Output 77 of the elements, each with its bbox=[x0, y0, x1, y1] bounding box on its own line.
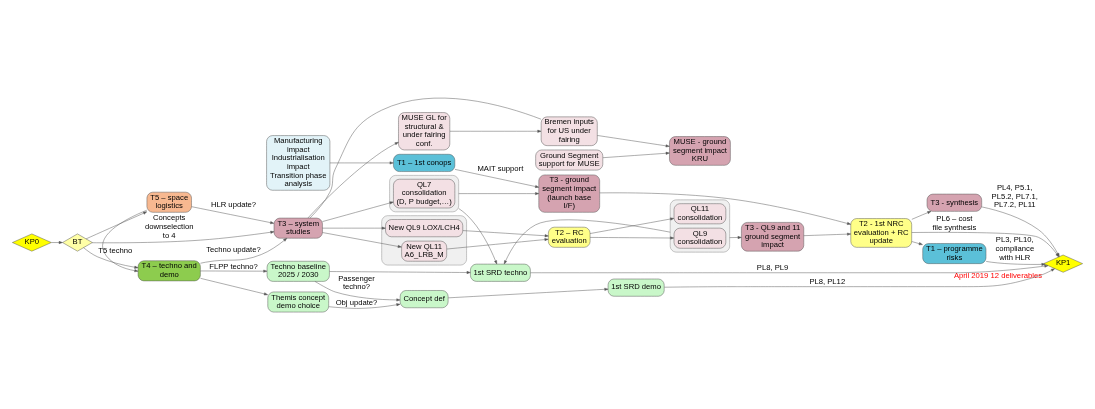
arrow bbox=[729, 235, 742, 239]
arrow bbox=[51, 240, 63, 244]
arrow bbox=[911, 240, 923, 245]
edge-label: Passenger techno? bbox=[338, 273, 375, 291]
arrow bbox=[664, 267, 1055, 287]
node-box: Concept def bbox=[399, 289, 449, 308]
node-box: MUSE - ground segment impact KRU bbox=[669, 135, 731, 166]
connector bbox=[309, 97, 542, 218]
arrow bbox=[449, 129, 542, 133]
arrow bbox=[597, 134, 670, 147]
arrow bbox=[322, 226, 386, 230]
node-box: MUSE GL for structural & under fairing conf. bbox=[398, 111, 451, 150]
arrow bbox=[200, 237, 288, 263]
node-box: T5 – space logistics bbox=[146, 191, 192, 213]
arrow bbox=[307, 141, 399, 218]
arrow bbox=[322, 201, 394, 222]
node-box: QL7 consolidation (D, P budget,…) bbox=[393, 178, 456, 208]
node-box: T1 – programme risks bbox=[922, 242, 987, 264]
node-box: T3 - ground segment impact (launch base I/F) bbox=[538, 174, 600, 213]
edge-label: FLPP techno? bbox=[209, 261, 258, 271]
node-box: Techno baseline 2025 / 2030 bbox=[266, 260, 330, 282]
arrow bbox=[191, 205, 275, 224]
node-box: 1st SRD techno bbox=[470, 263, 531, 282]
node-box: T2 - 1st NRC evaluation + RC update bbox=[850, 217, 912, 248]
node-box: QL9 consolidation bbox=[673, 227, 727, 249]
edge-label: HLR update? bbox=[210, 199, 257, 209]
node-diamond: BT bbox=[62, 233, 93, 251]
node-box: Manufacturing impact Industrialisation impact Transition phase analysis bbox=[266, 134, 331, 190]
arrow bbox=[458, 207, 498, 264]
edge-label: Obj update? bbox=[335, 297, 378, 307]
arrow bbox=[911, 210, 932, 220]
arrow bbox=[458, 191, 539, 195]
arrow bbox=[200, 277, 268, 295]
arrow bbox=[447, 287, 609, 298]
node-box: 1st SRD demo bbox=[607, 278, 665, 296]
node-box: Themis concept demo choice bbox=[267, 291, 329, 312]
edge-label: T5 techno bbox=[98, 245, 133, 255]
node-box: Bremen inputs for US under fairing bbox=[540, 116, 598, 146]
arrow bbox=[328, 302, 401, 309]
arrow bbox=[446, 237, 549, 249]
arrow bbox=[589, 236, 675, 239]
arrow bbox=[454, 168, 539, 188]
arrow bbox=[314, 280, 401, 301]
node-label: April 2019 12 deliverables bbox=[953, 270, 1042, 280]
node-diamond: KP0 bbox=[12, 233, 52, 251]
arrow bbox=[83, 246, 139, 269]
arrow bbox=[504, 219, 671, 264]
node-box: Ground Segment support for MUSE bbox=[535, 149, 604, 170]
arrow bbox=[200, 269, 268, 273]
edge-label: Concepts downselection to 4 bbox=[144, 212, 194, 240]
node-box: T3 - QL9 and 11 ground segment impact bbox=[741, 221, 804, 251]
arrow bbox=[322, 231, 402, 248]
node-box: T1 – 1st conops bbox=[393, 153, 456, 172]
edge-label: PL3, PL10, compliance with HLR bbox=[995, 234, 1035, 262]
node-box: New QL9 LOX/LCH4 bbox=[385, 218, 463, 237]
arrow bbox=[602, 151, 670, 158]
node-box: QL11 consolidation bbox=[673, 202, 727, 224]
arrow bbox=[91, 230, 275, 243]
arrow bbox=[589, 217, 675, 234]
arrow bbox=[102, 209, 147, 272]
edge-label: MAIT support bbox=[477, 163, 524, 172]
edge-label: PL8, PL9 bbox=[756, 262, 789, 272]
arrow bbox=[85, 211, 147, 239]
arrow bbox=[803, 232, 851, 236]
edge-label: Techno update? bbox=[206, 244, 261, 254]
node-box: T2 – RC evaluation bbox=[548, 226, 591, 248]
arrow bbox=[530, 264, 1049, 273]
edge-label: PL4, P5.1, PL5.2, PL7.1, PL7.2, PL11 bbox=[991, 182, 1039, 209]
edge-label: PL8, PL12 bbox=[809, 276, 846, 286]
node-box: New QL11 A6_LRB_M bbox=[401, 240, 447, 261]
node-box: T4 – techno and demo bbox=[137, 260, 201, 281]
arrow bbox=[985, 260, 1046, 266]
arrow bbox=[329, 161, 394, 164]
edge-label: PL6 – cost file synthesis bbox=[932, 213, 977, 232]
arrow bbox=[329, 270, 471, 274]
arrow bbox=[462, 229, 549, 237]
node-box: T3 – system studies bbox=[273, 217, 323, 238]
